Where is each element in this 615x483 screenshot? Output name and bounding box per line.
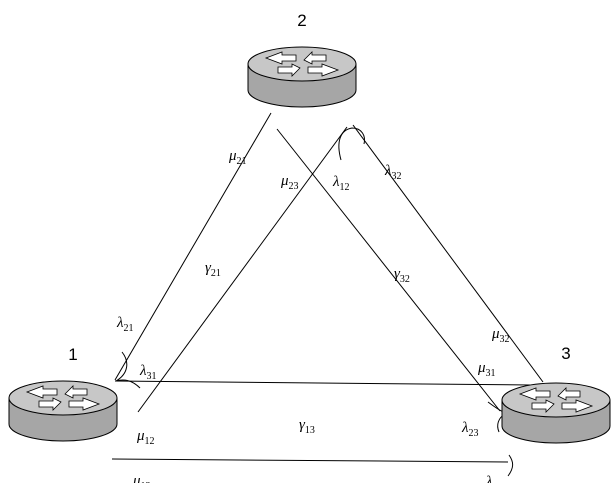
label-mu-13: μ13 bbox=[132, 473, 151, 483]
label-mu-32: μ32 bbox=[491, 326, 510, 345]
router-3 bbox=[501, 382, 611, 444]
link-1-3-top bbox=[114, 380, 531, 386]
label-mu-12: μ12 bbox=[136, 428, 155, 447]
link-1-2-inner bbox=[137, 126, 348, 413]
rate-labels: μ21 μ23 λ12 λ32 γ21 γ32 λ21 λ31 μ32 μ31 … bbox=[116, 148, 510, 483]
label-lambda-31: λ31 bbox=[139, 363, 157, 382]
router-3-number: 3 bbox=[561, 344, 570, 363]
router-icon bbox=[247, 46, 357, 108]
label-lambda-21: λ21 bbox=[116, 315, 134, 334]
arrival-hooks bbox=[115, 127, 514, 477]
label-mu-23: μ23 bbox=[280, 173, 299, 192]
router-1-number: 1 bbox=[68, 345, 77, 364]
link-1-2-outer bbox=[114, 112, 272, 381]
label-mu-21: μ21 bbox=[228, 148, 247, 167]
router-2 bbox=[247, 46, 357, 108]
link-2-3-outer bbox=[352, 124, 544, 383]
label-gamma-32: γ32 bbox=[394, 266, 410, 285]
router-icon bbox=[8, 380, 118, 442]
label-gamma-13: γ13 bbox=[299, 417, 315, 436]
label-lambda-13: λ bbox=[485, 474, 493, 483]
label-mu-31: μ31 bbox=[477, 360, 496, 379]
hook-router-1 bbox=[115, 351, 141, 389]
hook-router-2 bbox=[338, 127, 365, 161]
hook-router-3-bottom bbox=[507, 454, 514, 477]
label-lambda-23: λ23 bbox=[461, 420, 479, 439]
label-lambda-12: λ12 bbox=[332, 174, 350, 193]
link-2-3-inner bbox=[276, 128, 501, 412]
router-2-number: 2 bbox=[297, 11, 306, 30]
label-lambda-32: λ32 bbox=[384, 163, 402, 182]
label-gamma-21: γ21 bbox=[205, 260, 221, 279]
links bbox=[111, 112, 544, 463]
link-1-3-bottom bbox=[111, 458, 509, 463]
router-icon bbox=[501, 382, 611, 444]
router-1 bbox=[8, 380, 118, 442]
